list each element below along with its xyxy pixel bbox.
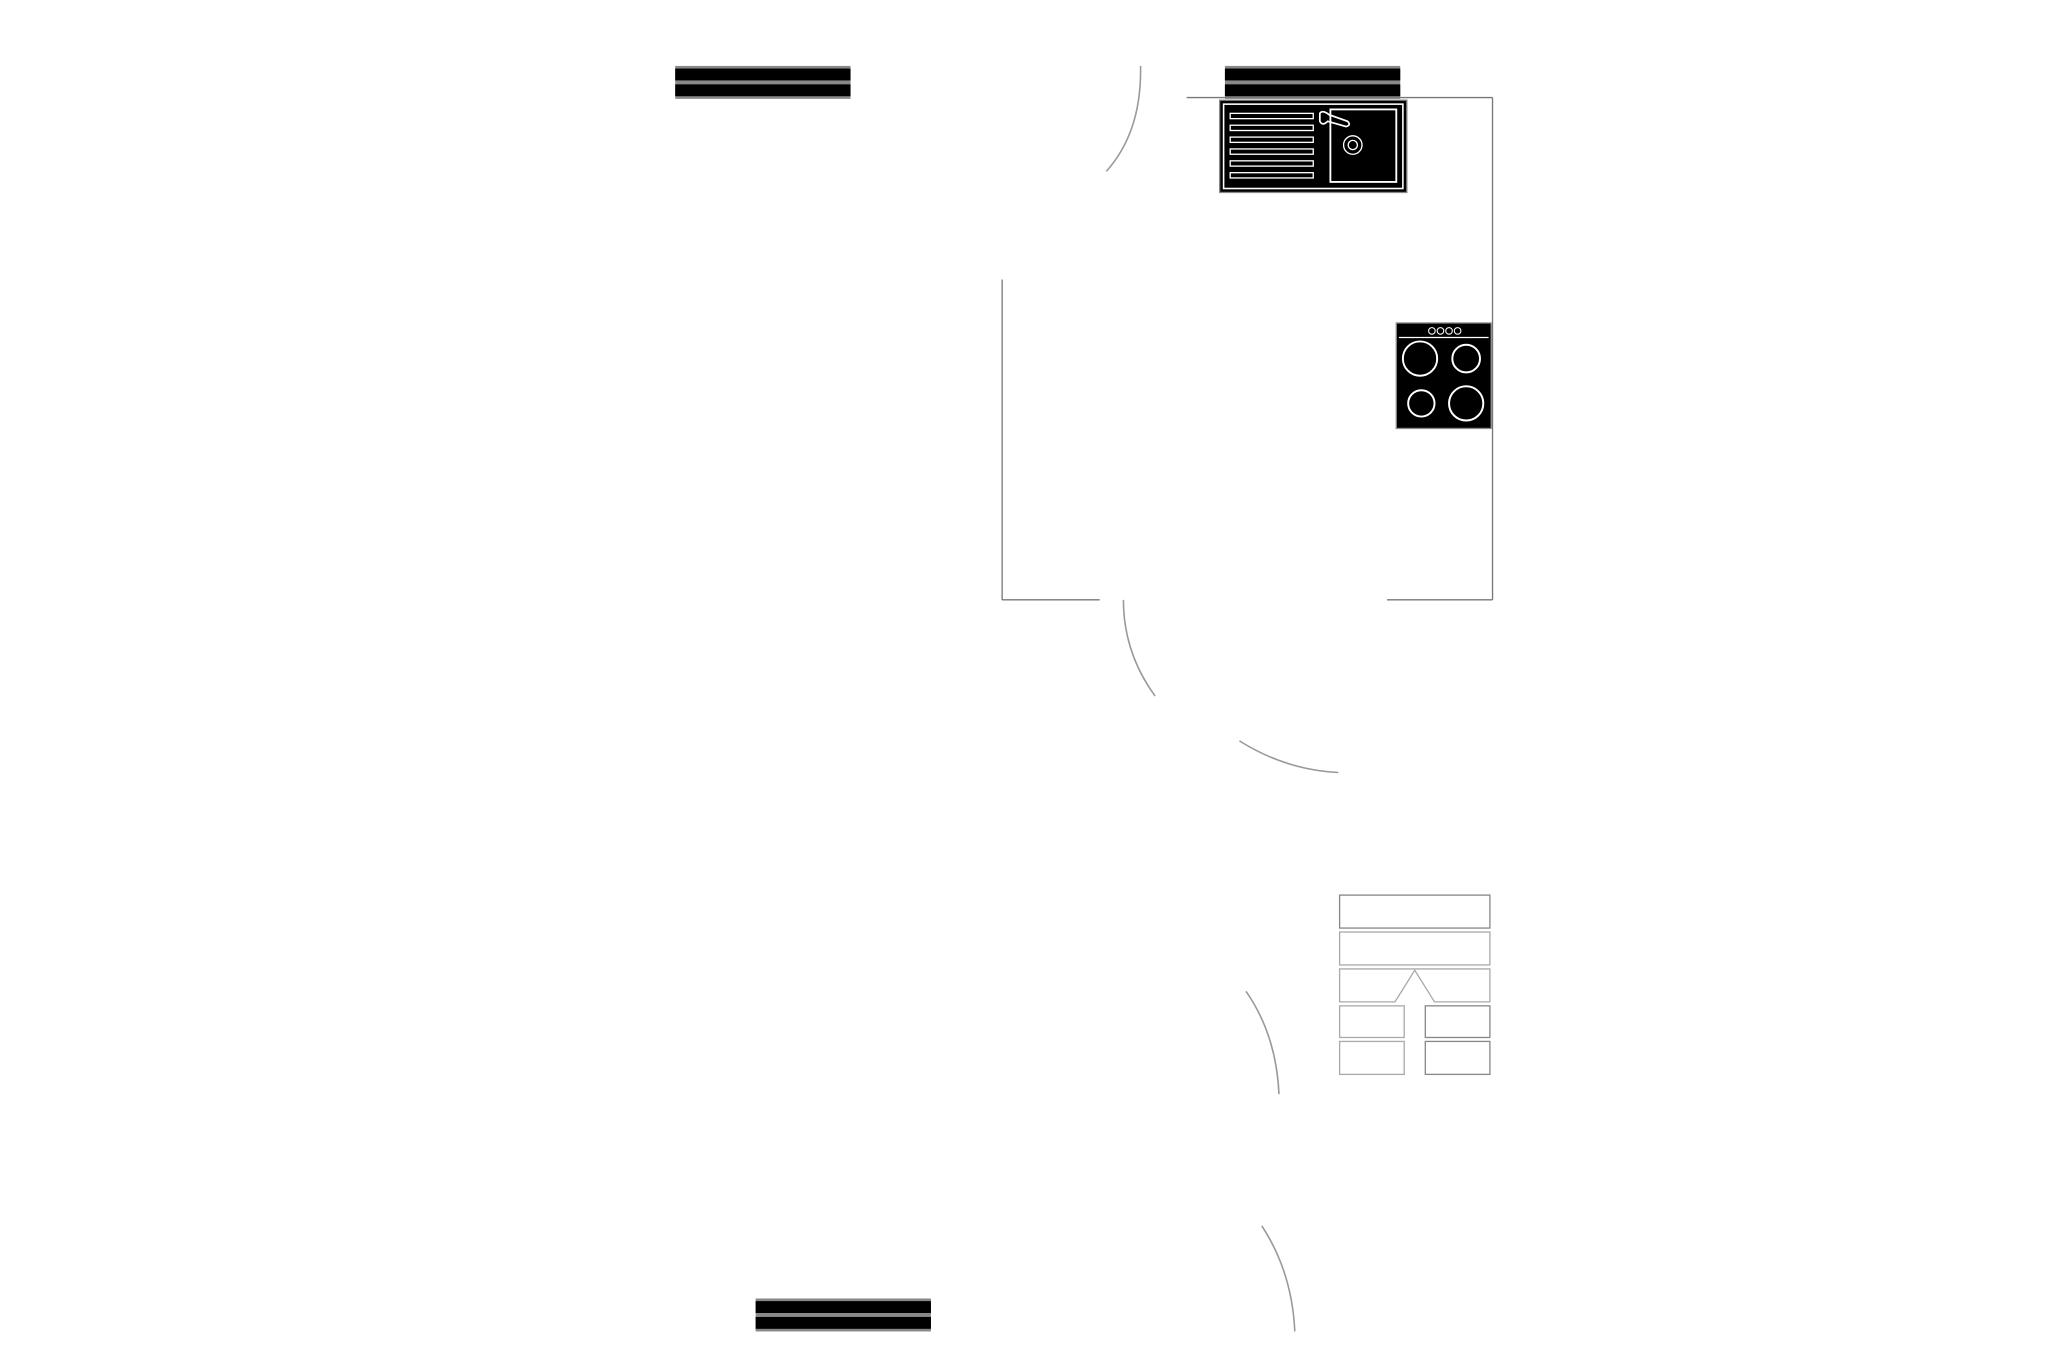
door-swing-icon xyxy=(1122,599,1156,697)
window-icon-top-right xyxy=(1224,65,1401,99)
window-icon-bottom xyxy=(755,1298,931,1332)
window-icon-top-left xyxy=(675,65,851,99)
door-swing-icon xyxy=(1105,65,1142,172)
door-swing-icon xyxy=(1245,990,1280,1095)
cooktop-icon xyxy=(1395,322,1492,430)
kitchen-sink-icon xyxy=(1218,99,1408,194)
staircase-icon xyxy=(1338,894,1491,1076)
door-swing-icons xyxy=(1105,65,1339,1332)
walls xyxy=(1001,96,1494,601)
door-swing-icon xyxy=(1261,1225,1296,1332)
door-swing-icon xyxy=(1239,740,1339,774)
